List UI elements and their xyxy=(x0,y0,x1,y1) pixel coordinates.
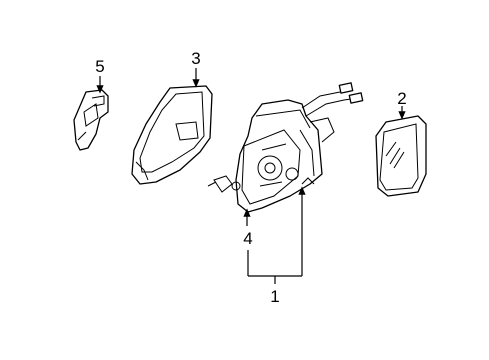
callout-4: 4 xyxy=(243,229,252,248)
part-2-mirror-glass xyxy=(375,115,427,197)
part-5-cover xyxy=(73,89,109,151)
callout-2: 2 xyxy=(397,89,406,108)
callout-5: 5 xyxy=(95,57,104,76)
callout-3: 3 xyxy=(191,49,200,68)
part-1-actuator-assembly xyxy=(207,82,364,213)
part-3-housing xyxy=(131,85,213,185)
leader-lines xyxy=(96,68,406,284)
callout-1: 1 xyxy=(270,287,279,306)
